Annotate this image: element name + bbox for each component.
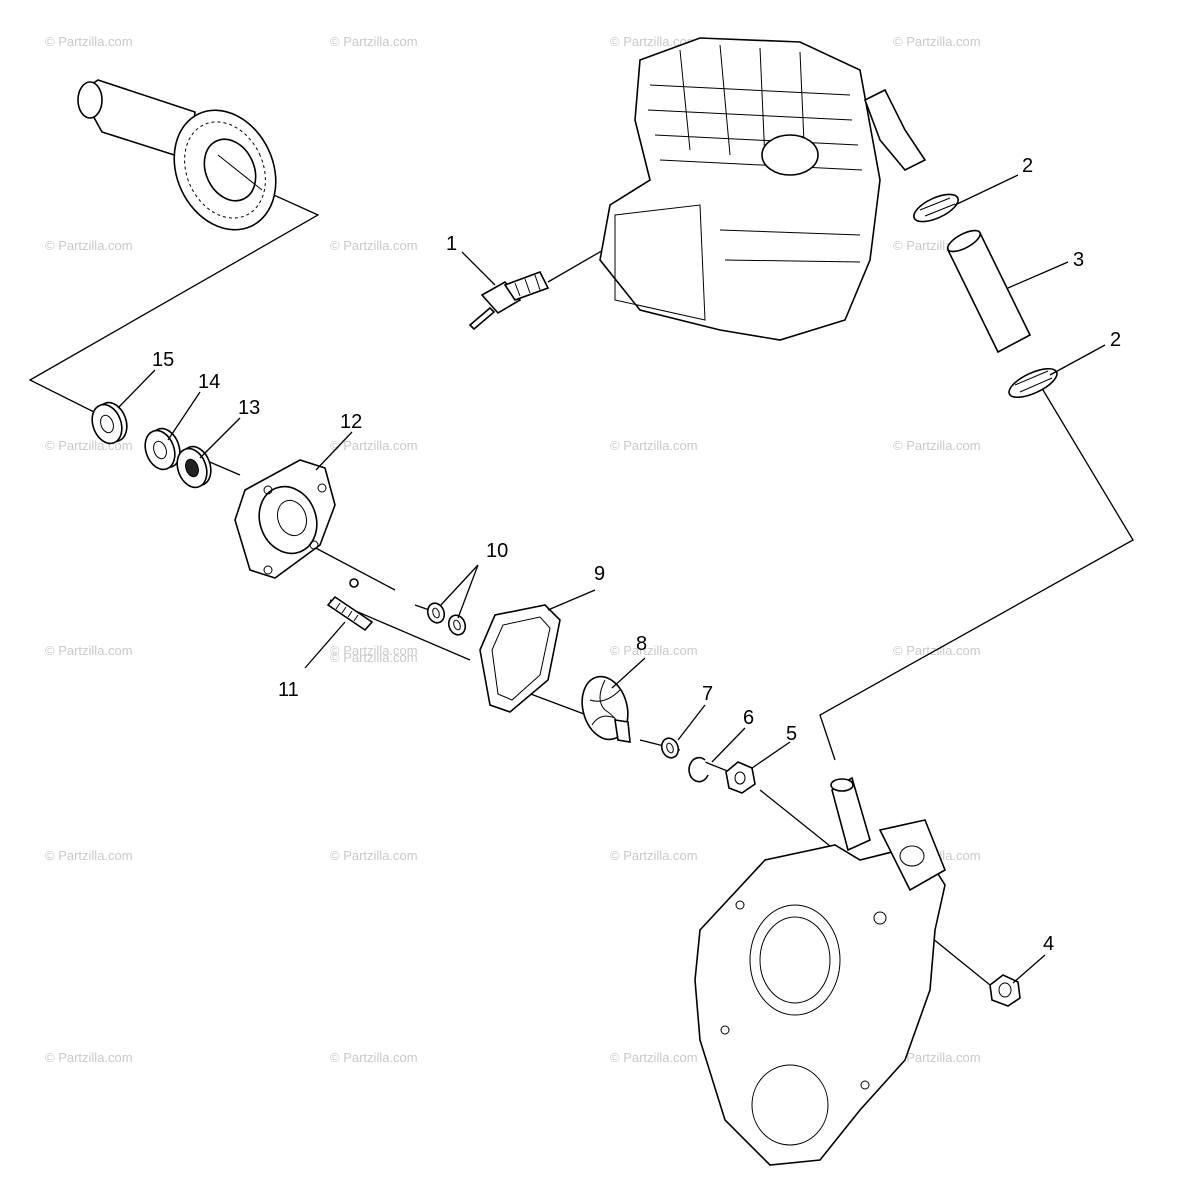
watermark: © Partzilla.com — [610, 643, 698, 658]
watermark: © Partzilla.com — [893, 438, 981, 453]
callout-6: 6 — [743, 707, 754, 729]
watermark: © Partzilla.com — [330, 238, 418, 253]
watermark: © Partzilla.com — [45, 34, 133, 49]
temperature-sensor — [468, 271, 550, 331]
bearing-14 — [144, 427, 181, 471]
callout-15: 15 — [152, 349, 174, 371]
watermark: © Partzilla.com — [610, 438, 698, 453]
pump-gasket — [479, 604, 561, 713]
coolant-hose — [946, 229, 1032, 354]
callout-9: 9 — [594, 563, 605, 585]
pump-housing-pin — [349, 578, 359, 588]
drain-bolt — [989, 974, 1021, 1007]
oil-seal-13 — [176, 445, 212, 489]
watermark: © Partzilla.com — [893, 1050, 981, 1065]
callout-1: 1 — [446, 233, 457, 255]
washer-pair — [426, 602, 467, 636]
callout-7: 7 — [702, 683, 713, 705]
leader-lines — [117, 174, 1106, 984]
circlip — [688, 756, 709, 783]
hose-clamp-upper — [913, 193, 959, 223]
impeller — [581, 675, 631, 743]
stud — [326, 595, 374, 632]
watermark: © Partzilla.com — [330, 34, 418, 49]
cylinder-head-assembly — [599, 37, 927, 341]
watermark: © Partzilla.com — [330, 1050, 418, 1065]
callout-3: 3 — [1073, 249, 1084, 271]
callout-2-lower: 2 — [1110, 329, 1121, 351]
watermark: © Partzilla.com — [330, 848, 418, 863]
watermark: © Partzilla.com — [330, 643, 418, 658]
washer — [660, 737, 680, 759]
callout-11: 11 — [278, 679, 299, 701]
watermark: © Partzilla.com — [610, 1050, 698, 1065]
bearing-15 — [91, 401, 128, 445]
watermark: © Partzilla.com — [330, 438, 418, 453]
crankcase-cover — [694, 776, 947, 1166]
callout-8: 8 — [636, 633, 647, 655]
callout-14: 14 — [198, 371, 220, 393]
callout-12: 12 — [340, 411, 362, 433]
pump-housing — [234, 459, 336, 579]
watermark: © Partzilla.com — [45, 238, 133, 253]
watermark: © Partzilla.com — [610, 848, 698, 863]
hose-clamp-lower — [1008, 367, 1058, 399]
watermark: © Partzilla.com — [610, 34, 698, 49]
watermark: © Partzilla.com — [45, 848, 133, 863]
callout-labels: 1 2 3 2 4 5 6 7 8 9 10 11 12 13 14 15 — [152, 155, 1121, 955]
callout-2-upper: 2 — [1022, 155, 1033, 177]
callout-13: 13 — [238, 397, 260, 419]
watermark: © Partzilla.com — [45, 1050, 133, 1065]
impeller-nut — [725, 761, 756, 794]
callout-10: 10 — [486, 540, 508, 562]
camshaft-gear — [77, 79, 277, 231]
callout-5: 5 — [786, 723, 797, 745]
callout-4: 4 — [1043, 933, 1054, 955]
watermark: © Partzilla.com — [893, 643, 981, 658]
watermark: © Partzilla.com — [45, 643, 133, 658]
watermark: © Partzilla.com — [893, 34, 981, 49]
watermark: © Partzilla.com — [330, 650, 418, 665]
